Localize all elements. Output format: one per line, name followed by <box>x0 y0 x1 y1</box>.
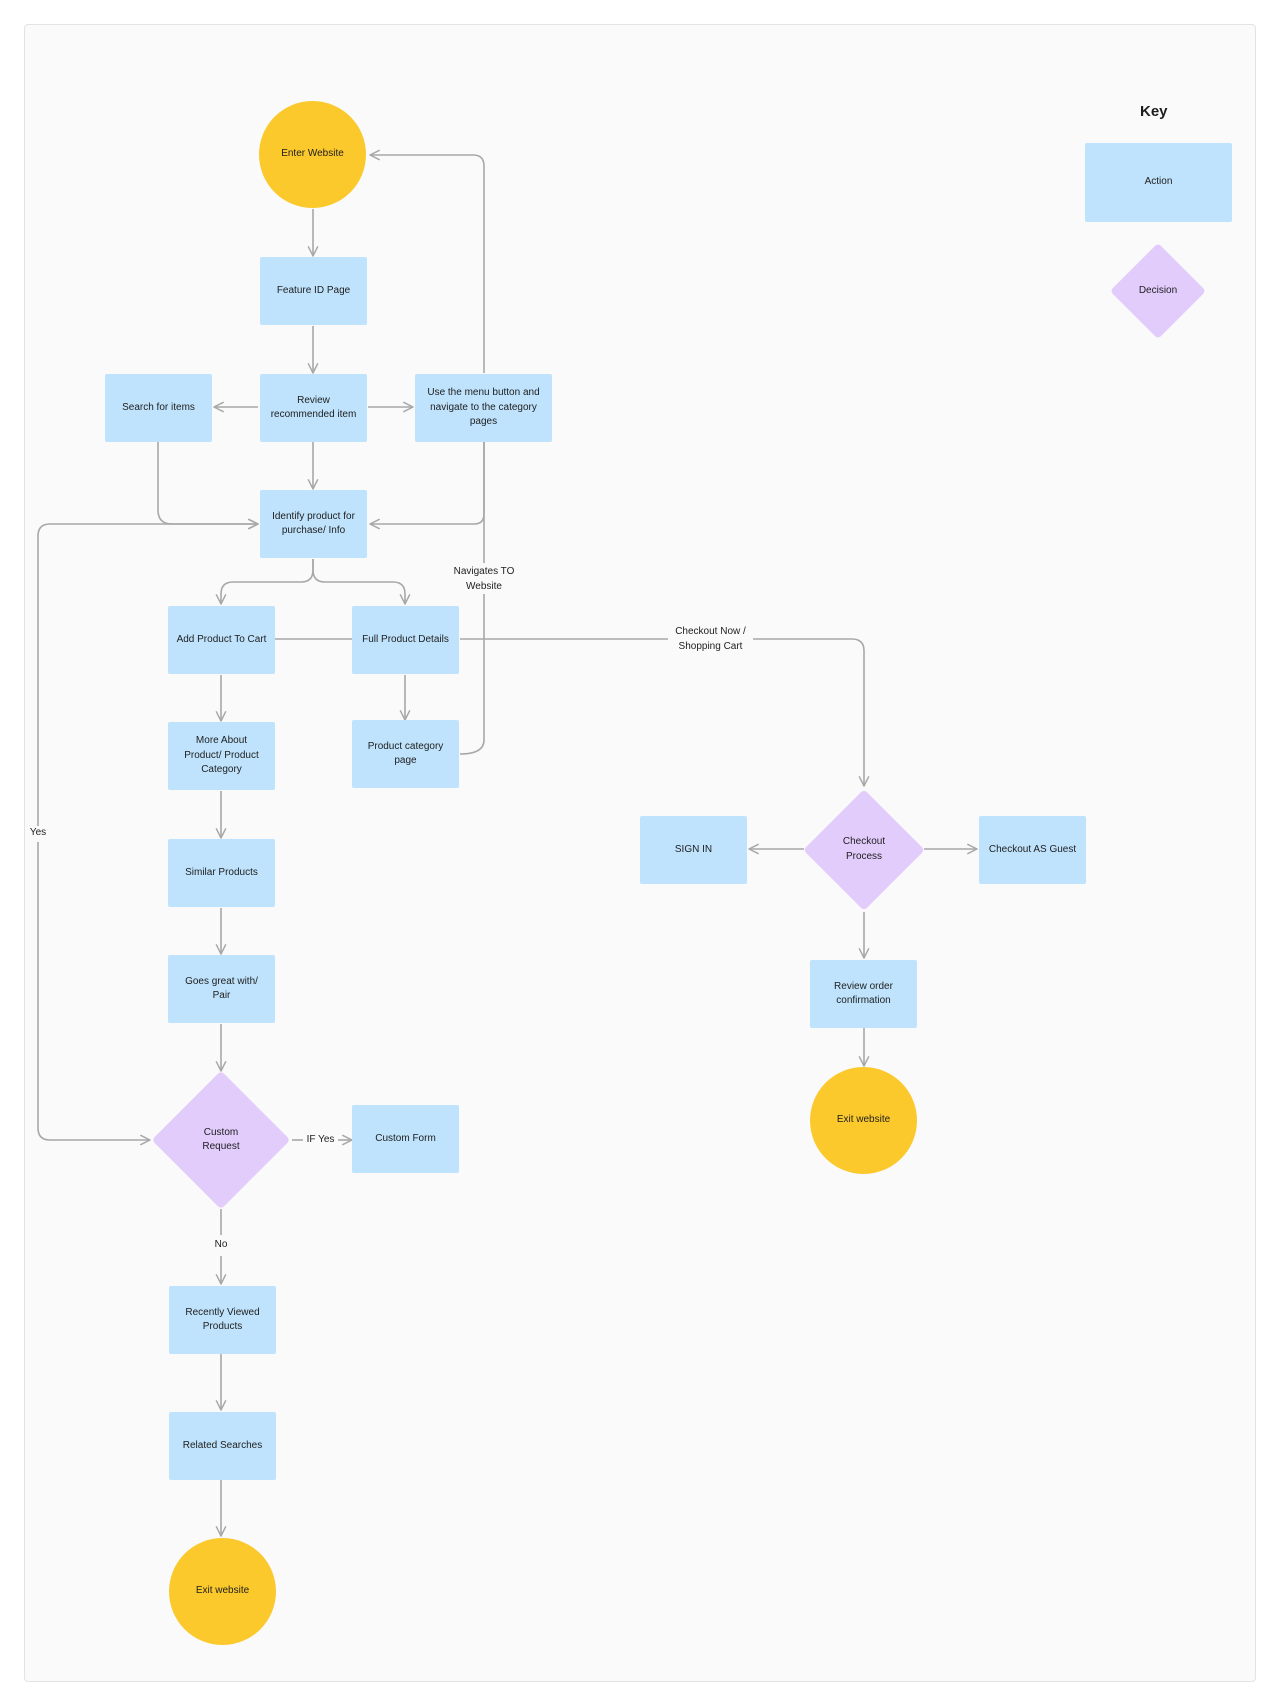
custom-form-node: Custom Form <box>352 1105 459 1173</box>
checkout-process-node: Checkout Process <box>803 787 925 912</box>
related-searches-node: Related Searches <box>169 1412 276 1480</box>
identify-product-label: Identify product for purchase/ Info <box>272 510 355 537</box>
edge-identify-add <box>215 559 314 605</box>
recently-viewed-node: Recently Viewed Products <box>169 1286 276 1354</box>
checkout-now-label: Checkout Now / Shopping Cart <box>668 625 753 654</box>
sign-in-label: SIGN IN <box>674 843 713 855</box>
more-about-label: More About Product/ Product Category <box>184 735 259 776</box>
goes-great-label: Goes great with/ Pair <box>185 975 258 1002</box>
enter-website-label: Enter Website <box>281 148 344 160</box>
key-action-label: Action <box>1144 176 1173 188</box>
key-decision-label: Decision <box>1138 284 1178 296</box>
full-details-label: Full Product Details <box>362 633 449 645</box>
edge-menu-enter <box>369 149 485 373</box>
full-details-node: Full Product Details <box>352 606 459 674</box>
more-about-node: More About Product/ Product Category <box>168 722 275 790</box>
exit-website-left-label: Exit website <box>195 1585 250 1597</box>
goes-great-node: Goes great with/ Pair <box>168 955 275 1023</box>
review-recommended-node: Review recommended item <box>260 374 367 442</box>
key-action-node: Action <box>1085 143 1232 222</box>
key-title: Key <box>1140 103 1168 120</box>
edge-yes-top <box>37 518 259 826</box>
checkout-process-label: Checkout Process <box>842 836 886 862</box>
checkout-guest-label: Checkout AS Guest <box>988 843 1077 855</box>
checkout-guest-node: Checkout AS Guest <box>979 816 1086 884</box>
identify-product-node: Identify product for purchase/ Info <box>260 490 367 558</box>
product-category-page-label: Product category page <box>367 740 444 767</box>
no-label: No <box>210 1238 232 1253</box>
search-items-label: Search for items <box>122 401 195 413</box>
use-menu-node: Use the menu button and navigate to the … <box>415 374 552 442</box>
review-order-label: Review order confirmation <box>834 980 893 1007</box>
navigates-to-label: Navigates TO Website <box>448 565 520 594</box>
edge-full-checkout-b <box>753 638 870 787</box>
review-order-node: Review order confirmation <box>810 960 917 1028</box>
key-decision-label-wrap: Decision <box>1109 242 1207 340</box>
recently-viewed-label: Recently Viewed Products <box>185 1306 260 1333</box>
review-recommended-label: Review recommended item <box>270 394 357 421</box>
enter-website-node: Enter Website <box>259 101 366 208</box>
add-to-cart-label: Add Product To Cart <box>176 633 267 645</box>
custom-request-node: Custom Request <box>150 1070 292 1210</box>
edge-search-identify <box>157 442 259 530</box>
checkout-process-label-wrap: Checkout Process <box>804 787 924 912</box>
use-menu-label: Use the menu button and navigate to the … <box>427 387 540 428</box>
similar-products-label: Similar Products <box>185 866 258 878</box>
feature-id-page-node: Feature ID Page <box>260 257 367 325</box>
edge-menu-identify <box>369 442 485 530</box>
feature-id-page-label: Feature ID Page <box>276 284 351 296</box>
edge-category-nav <box>459 592 485 755</box>
exit-website-right-label: Exit website <box>836 1114 891 1126</box>
edge-identify-full <box>312 559 411 605</box>
key-decision-node: Decision <box>1109 242 1207 340</box>
if-yes-label: IF Yes <box>303 1133 338 1148</box>
add-to-cart-node: Add Product To Cart <box>168 606 275 674</box>
related-searches-label: Related Searches <box>182 1439 263 1451</box>
sign-in-node: SIGN IN <box>640 816 747 884</box>
custom-request-label: Custom Request <box>202 1126 240 1153</box>
exit-website-right-node: Exit website <box>810 1067 917 1174</box>
yes-label: Yes <box>26 826 50 841</box>
product-category-page-node: Product category page <box>352 720 459 788</box>
custom-form-label: Custom Form <box>375 1132 436 1144</box>
similar-products-node: Similar Products <box>168 839 275 907</box>
custom-request-label-wrap: Custom Request <box>150 1071 292 1209</box>
search-items-node: Search for items <box>105 374 212 442</box>
exit-website-left-node: Exit website <box>169 1538 276 1645</box>
edge-yes-bottom <box>37 842 151 1146</box>
